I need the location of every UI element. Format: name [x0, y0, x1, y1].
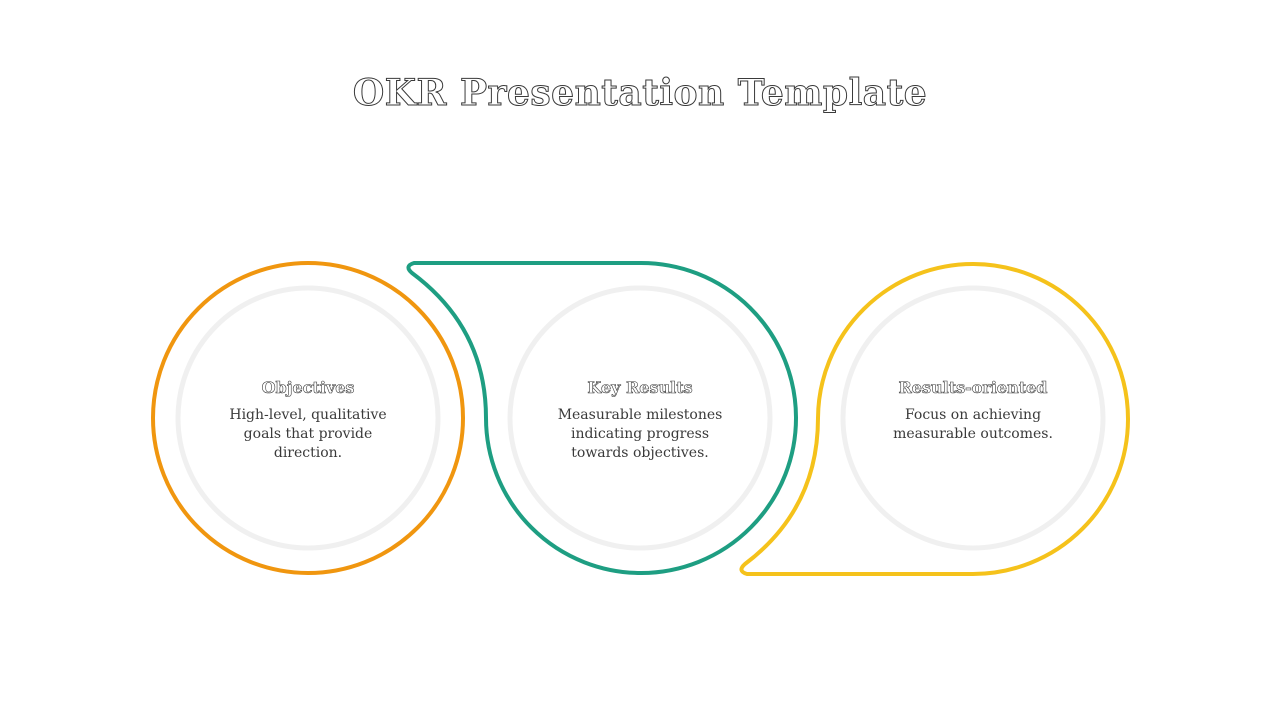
slide-title: OKR Presentation Template — [352, 72, 928, 115]
card-description-results-oriented: Focus on achieving measurable outcomes. — [893, 407, 1053, 442]
outer-ring-results-oriented — [739, 262, 1130, 576]
outer-ring-objectives — [151, 261, 465, 575]
card-results-oriented: Results-oriented Focus on achieving meas… — [873, 378, 1073, 444]
inner-ring-results-oriented — [840, 285, 1106, 551]
card-description-key-results: Measurable milestones indicating progres… — [557, 407, 723, 461]
outer-ring-key-results — [406, 260, 798, 575]
card-key-results: Key Results Measurable milestones indica… — [540, 378, 740, 463]
card-heading-key-results: Key Results — [587, 378, 693, 398]
card-objectives: Objectives High-level, qualitative goals… — [208, 378, 408, 463]
card-heading-objectives: Objectives — [261, 378, 355, 398]
card-heading-results-oriented: Results-oriented — [898, 378, 1048, 398]
inner-ring-objectives — [175, 285, 441, 551]
card-description-objectives: High-level, qualitative goals that provi… — [229, 407, 387, 461]
inner-ring-key-results — [507, 285, 773, 551]
